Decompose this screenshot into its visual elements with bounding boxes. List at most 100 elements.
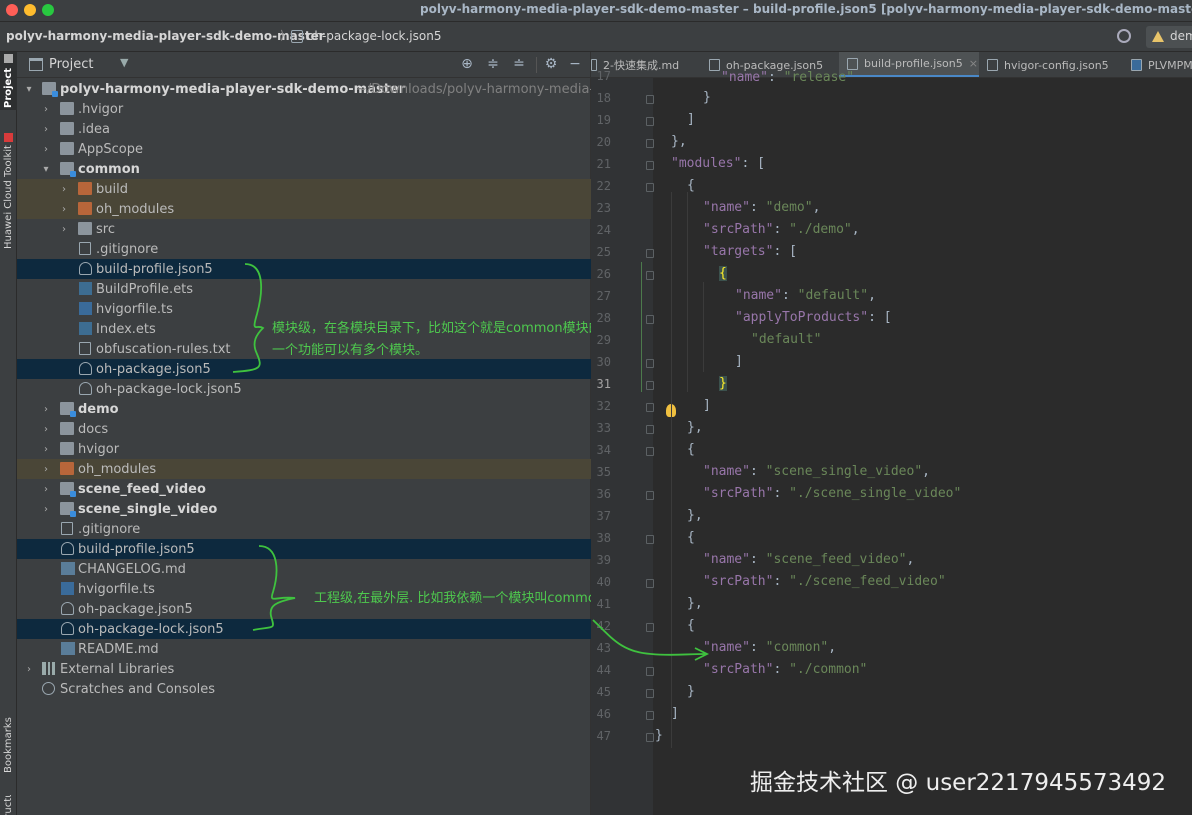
- chevron-down-icon[interactable]: ▼: [120, 56, 129, 69]
- minimize-window-button[interactable]: [24, 4, 36, 16]
- tab-build-profile[interactable]: build-profile.json5 ×: [839, 52, 979, 77]
- chevron-right-icon[interactable]: ›: [44, 143, 48, 155]
- code-line-44[interactable]: "srcPath": "./common": [703, 662, 868, 677]
- code-line-43[interactable]: "name": "common",: [703, 640, 837, 655]
- tree-item[interactable]: › oh_modules: [17, 199, 591, 219]
- code-line-46[interactable]: ]: [671, 706, 679, 721]
- code-line-37[interactable]: },: [687, 508, 703, 523]
- code-line-30[interactable]: ]: [735, 354, 743, 369]
- code-line-24[interactable]: "srcPath": "./demo",: [703, 222, 860, 237]
- fold-marker-icon[interactable]: [646, 359, 654, 368]
- tab-hvigor-config[interactable]: hvigor-config.json5: [981, 52, 1121, 77]
- tree-item[interactable]: › docs: [17, 419, 591, 439]
- huawei-cloud-toolkit-tab[interactable]: Huawei Cloud Toolkit: [0, 126, 17, 256]
- chevron-right-icon[interactable]: ›: [44, 103, 48, 115]
- structure-tool-tab[interactable]: Structure: [0, 795, 17, 815]
- bookmarks-tool-tab[interactable]: Bookmarks: [0, 710, 17, 780]
- tree-item[interactable]: › demo: [17, 399, 591, 419]
- chevron-right-icon[interactable]: ›: [44, 403, 48, 415]
- chevron-right-icon[interactable]: ›: [44, 463, 48, 475]
- code-line-17[interactable]: "name": "release": [721, 70, 855, 85]
- hide-panel-icon[interactable]: −: [569, 56, 581, 72]
- collapse-all-icon[interactable]: ≐: [513, 56, 525, 72]
- code-line-28[interactable]: "applyToProducts": [: [735, 310, 892, 325]
- tree-item[interactable]: › hvigor: [17, 439, 591, 459]
- code-line-42[interactable]: {: [687, 618, 695, 633]
- code-line-35[interactable]: "name": "scene_single_video",: [703, 464, 930, 479]
- fold-marker-icon[interactable]: [646, 95, 654, 104]
- code-line-32[interactable]: ]: [703, 398, 711, 413]
- chevron-right-icon[interactable]: ›: [62, 183, 66, 195]
- tab-quick-integration[interactable]: 2-快速集成.md: [591, 52, 701, 77]
- tree-item[interactable]: › .idea: [17, 119, 591, 139]
- fold-marker-icon[interactable]: [646, 117, 654, 126]
- code-line-21[interactable]: "modules": [: [671, 156, 765, 171]
- code-line-19[interactable]: ]: [687, 112, 695, 127]
- code-line-22[interactable]: {: [687, 178, 695, 193]
- chevron-down-icon[interactable]: ▾: [26, 83, 32, 95]
- fold-marker-icon[interactable]: [646, 667, 654, 676]
- code-line-23[interactable]: "name": "demo",: [703, 200, 821, 215]
- fold-marker-icon[interactable]: [646, 623, 654, 632]
- tree-item[interactable]: .gitignore: [17, 239, 591, 259]
- tree-item[interactable]: › src: [17, 219, 591, 239]
- chevron-right-icon[interactable]: ›: [44, 443, 48, 455]
- chevron-right-icon[interactable]: ›: [44, 123, 48, 135]
- fold-marker-icon[interactable]: [646, 579, 654, 588]
- gear-icon[interactable]: ⚙: [544, 56, 558, 72]
- code-line-40[interactable]: "srcPath": "./scene_feed_video": [703, 574, 946, 589]
- chevron-right-icon[interactable]: ›: [44, 503, 48, 515]
- tree-item[interactable]: .gitignore: [17, 519, 591, 539]
- tree-item-root[interactable]: ▾ polyv-harmony-media-player-sdk-demo-ma…: [17, 79, 622, 99]
- close-window-button[interactable]: [6, 4, 18, 16]
- target-icon[interactable]: [1117, 29, 1131, 43]
- fold-marker-icon[interactable]: [646, 271, 654, 280]
- code-line-39[interactable]: "name": "scene_feed_video",: [703, 552, 915, 567]
- fold-marker-icon[interactable]: [646, 491, 654, 500]
- code-line-27[interactable]: "name": "default",: [735, 288, 876, 303]
- tree-item[interactable]: › .hvigor: [17, 99, 591, 119]
- tree-item[interactable]: build-profile.json5: [17, 259, 591, 279]
- fold-marker-icon[interactable]: [646, 161, 654, 170]
- tree-item[interactable]: CHANGELOG.md: [17, 559, 591, 579]
- fold-marker-icon[interactable]: [646, 711, 654, 720]
- tree-item[interactable]: build-profile.json5: [17, 539, 591, 559]
- tree-item[interactable]: oh-package.json5: [17, 599, 591, 619]
- close-icon[interactable]: ×: [968, 57, 978, 70]
- code-line-29[interactable]: "default": [751, 329, 821, 351]
- fold-marker-icon[interactable]: [646, 139, 654, 148]
- code-line-33[interactable]: },: [687, 420, 703, 435]
- run-configuration-selector[interactable]: demo: [1146, 26, 1192, 48]
- tree-item[interactable]: README.md: [17, 639, 591, 659]
- code-line-41[interactable]: },: [687, 596, 703, 611]
- tree-item[interactable]: › External Libraries: [17, 659, 591, 679]
- chevron-right-icon[interactable]: ›: [62, 203, 66, 215]
- tab-oh-package[interactable]: oh-package.json5: [703, 52, 837, 77]
- breadcrumb-project[interactable]: polyv-harmony-media-player-sdk-demo-mast…: [6, 29, 325, 43]
- code-line-34[interactable]: {: [687, 442, 695, 457]
- code-line-18[interactable]: }: [703, 90, 711, 105]
- fold-marker-icon[interactable]: [646, 403, 654, 412]
- tree-item[interactable]: hvigorfile.ts: [17, 299, 591, 319]
- code-line-45[interactable]: }: [687, 684, 695, 699]
- tree-item[interactable]: › scene_single_video: [17, 499, 591, 519]
- fold-marker-icon[interactable]: [646, 183, 654, 192]
- tree-item[interactable]: Scratches and Consoles: [17, 679, 591, 699]
- tree-item[interactable]: › scene_feed_video: [17, 479, 591, 499]
- code-line-25[interactable]: "targets": [: [703, 244, 797, 259]
- tree-item-common[interactable]: ▾ common: [17, 159, 591, 179]
- code-line-36[interactable]: "srcPath": "./scene_single_video": [703, 486, 962, 501]
- fold-marker-icon[interactable]: [646, 447, 654, 456]
- tree-item[interactable]: BuildProfile.ets: [17, 279, 591, 299]
- fold-marker-icon[interactable]: [646, 381, 654, 390]
- code-line-26[interactable]: {: [719, 266, 727, 281]
- zoom-window-button[interactable]: [42, 4, 54, 16]
- fold-marker-icon[interactable]: [646, 315, 654, 324]
- fold-marker-icon[interactable]: [646, 733, 654, 742]
- chevron-right-icon[interactable]: ›: [27, 663, 31, 675]
- chevron-down-icon[interactable]: ▾: [43, 163, 49, 175]
- tree-item[interactable]: oh-package.json5: [17, 359, 591, 379]
- project-view-selector[interactable]: Project: [49, 57, 94, 72]
- code-line-31[interactable]: }: [719, 376, 727, 391]
- tree-item[interactable]: oh-package-lock.json5: [17, 619, 591, 639]
